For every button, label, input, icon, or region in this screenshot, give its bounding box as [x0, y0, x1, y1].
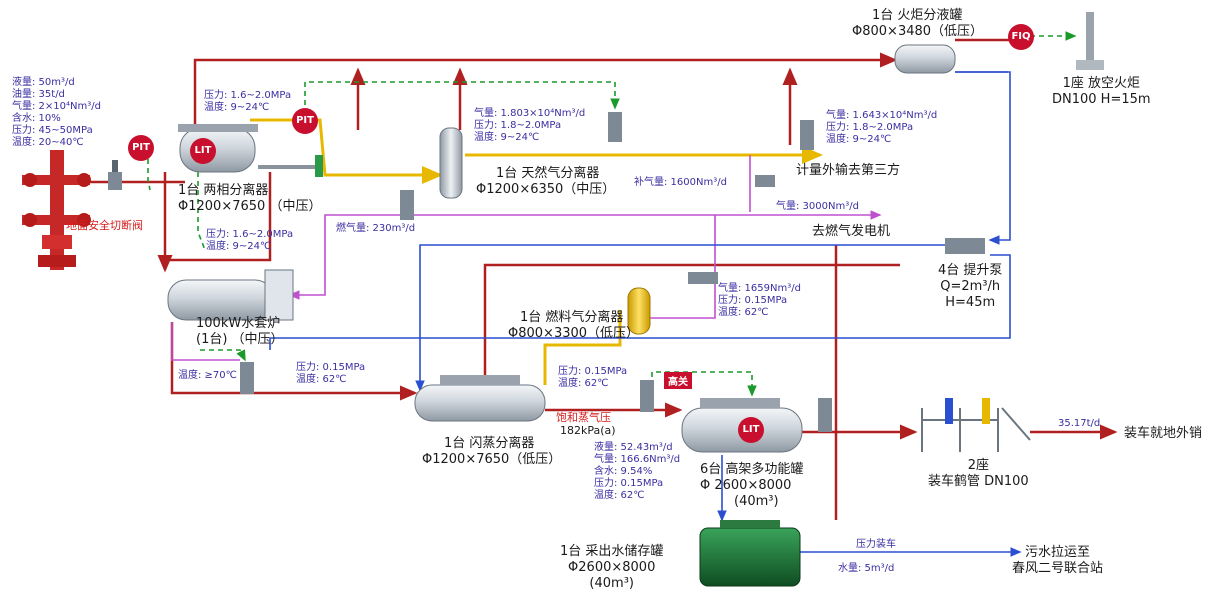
- flare-knockout-tank: [894, 44, 956, 74]
- fuel-gas-label: 燃气量: 230m³/d: [336, 223, 416, 234]
- level-transmitter-tag: LIT: [190, 138, 216, 164]
- produced-water-tank: [699, 520, 801, 587]
- pressure-loading-label: 压力装车: [856, 539, 896, 550]
- metering-out-label: 计量外输去第三方: [796, 163, 901, 178]
- loading-arm-label: 2座装车鹤管 DN100: [928, 458, 1029, 489]
- high-close-tag: 高关: [664, 372, 692, 389]
- loading-arm-structure: [921, 398, 1031, 452]
- safety-valve-label: 地面安全切断阀: [66, 219, 143, 232]
- flare-stack: [1076, 12, 1104, 70]
- pressure-transmitter-tag: PIT: [292, 108, 318, 134]
- vapor-pressure-value: 182kPa(a): [560, 424, 616, 437]
- water-jacket-heater: [167, 269, 294, 321]
- flash-separator: [414, 375, 546, 422]
- water-flow-label: 水量: 5m³/d: [838, 563, 895, 574]
- level-transmitter-tag: LIT: [738, 417, 764, 443]
- sewage-out-label: 污水拉运至春风二号联合站: [1012, 545, 1104, 576]
- vapor-pressure-label: 饱和蒸气压: [556, 411, 611, 424]
- flow-indicator-tag: FIQ: [1008, 24, 1034, 50]
- two-phase-separator-label: 1台 两相分离器 Φ1200×7650 （中压）: [178, 183, 322, 214]
- loading-out-label: 装车就地外销: [1124, 426, 1203, 441]
- control-valves: [240, 112, 985, 432]
- pressure-transmitter-tag: PIT: [128, 135, 154, 161]
- generator-gas-label: 气量: 3000Nm³/d: [776, 201, 859, 212]
- gas-separator: [439, 127, 463, 199]
- safety-valve: [108, 160, 122, 190]
- fuel-gas-separator: [627, 287, 651, 335]
- to-generator-label: 去燃气发电机: [812, 224, 891, 239]
- temp-70-label: 温度: ≥70℃: [178, 370, 237, 381]
- makeup-gas-label: 补气量: 1600Nm³/d: [634, 177, 727, 188]
- heater-label: 100kW水套炉(1台) （中压）: [196, 316, 284, 347]
- loading-flow-label: 35.17t/d: [1058, 418, 1101, 429]
- gas-lines: [250, 118, 823, 385]
- wellhead: [22, 150, 91, 270]
- fuel-gas-lines: [171, 155, 882, 361]
